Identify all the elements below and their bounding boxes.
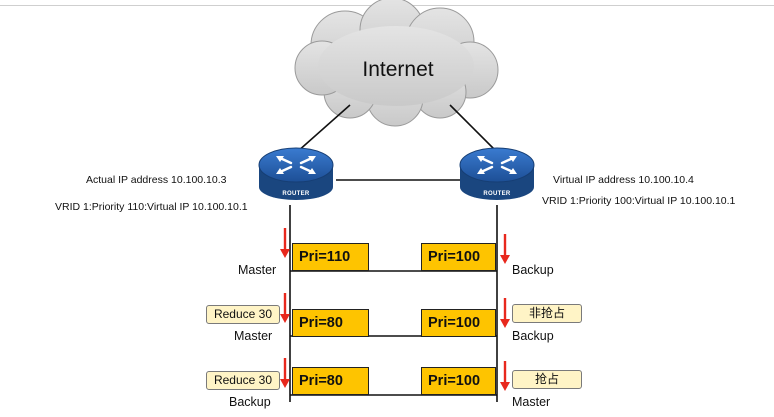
left-priority-box: Pri=110 — [292, 243, 369, 271]
left-state-label: Master — [234, 329, 273, 343]
right-state-label: Backup — [512, 263, 554, 277]
left-router-label: ROUTER — [282, 191, 310, 197]
left-priority-box: Pri=80 — [292, 367, 369, 395]
left-arrow-2-icon — [280, 293, 290, 323]
right-priority-box: Pri=100 — [421, 367, 496, 395]
right-virtual-ip: Virtual IP address 10.100.10.4 — [553, 174, 694, 186]
right-priority-box: Pri=100 — [421, 309, 496, 337]
cloud-to-left-router-link — [296, 104, 351, 153]
right-arrow-1-icon — [500, 234, 510, 264]
non-preempt-tag: 非抢占 — [512, 304, 582, 323]
right-priority-box: Pri=100 — [421, 243, 496, 271]
right-router-icon — [459, 147, 535, 200]
reduce-tag: Reduce 30 — [206, 305, 280, 324]
left-priority-box: Pri=80 — [292, 309, 369, 337]
left-vrid-info: VRID 1:Priority 110:Virtual IP 10.100.10… — [55, 201, 248, 213]
left-state-label: Master — [238, 263, 277, 277]
right-state-label: Backup — [512, 329, 554, 343]
preempt-tag: 抢占 — [512, 370, 582, 389]
right-state-label: Master — [512, 395, 551, 409]
reduce-tag: Reduce 30 — [206, 371, 280, 390]
right-router-label: ROUTER — [483, 191, 511, 197]
cloud-to-right-router-link — [449, 104, 498, 153]
left-arrow-1-icon — [280, 228, 290, 258]
right-arrow-3-icon — [500, 361, 510, 391]
left-actual-ip: Actual IP address 10.100.10.3 — [86, 174, 227, 186]
right-arrow-2-icon — [500, 298, 510, 328]
left-state-label: Backup — [229, 395, 271, 409]
left-arrow-3-icon — [280, 358, 290, 388]
internet-cloud-icon — [294, 0, 499, 127]
left-router-icon — [258, 147, 334, 200]
cloud-label: Internet — [362, 58, 434, 81]
right-vrid-info: VRID 1:Priority 100:Virtual IP 10.100.10… — [542, 195, 736, 207]
